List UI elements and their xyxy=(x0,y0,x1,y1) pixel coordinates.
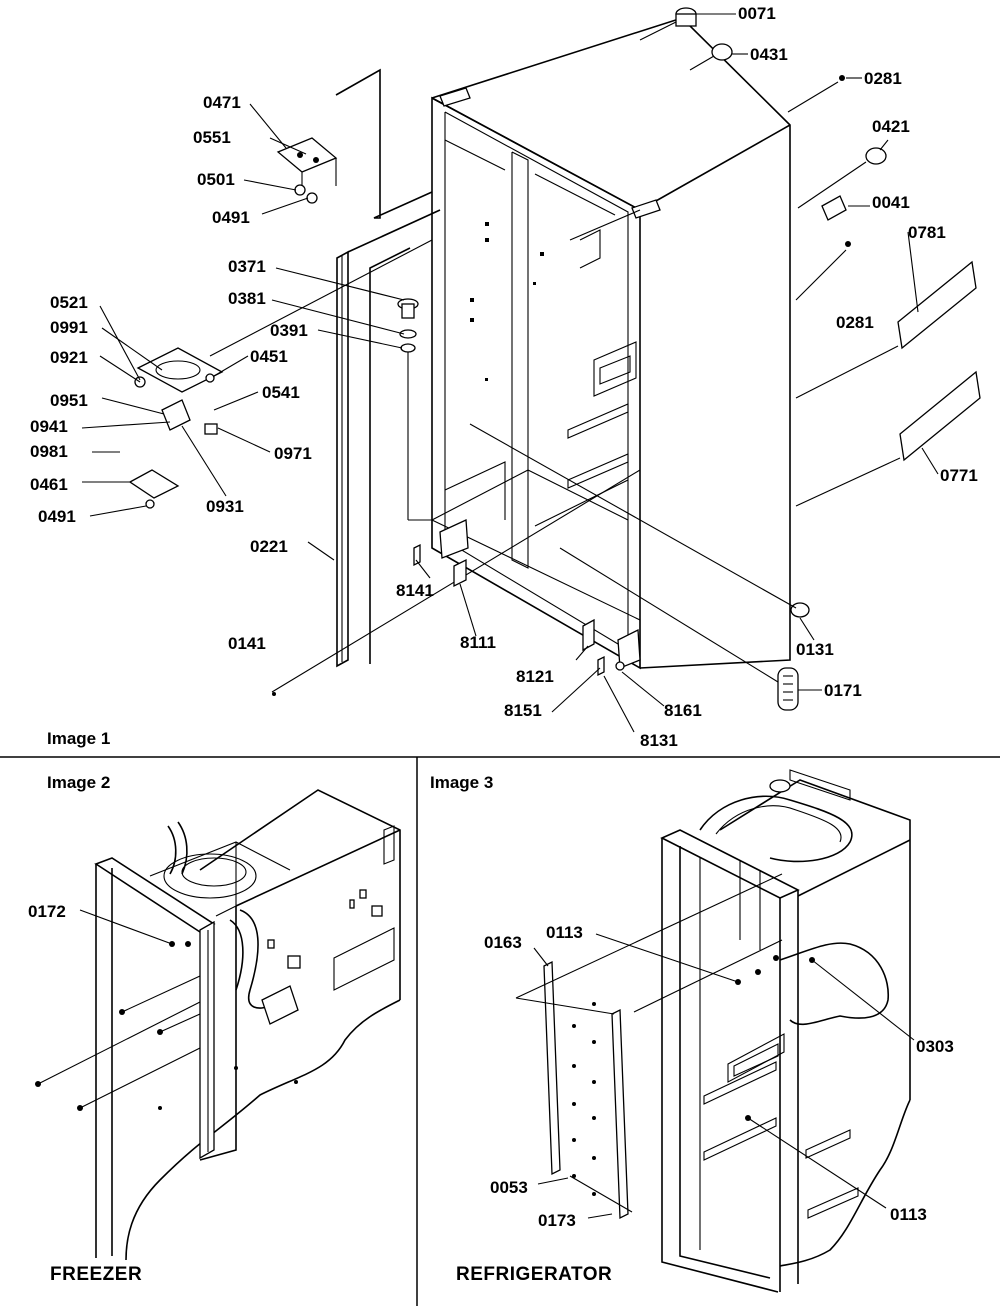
callout-8131: 8131 xyxy=(640,731,678,750)
callout-0041: 0041 xyxy=(872,193,910,212)
freezer-title: FREEZER xyxy=(50,1264,142,1285)
callout-0971: 0971 xyxy=(274,444,312,463)
callout-0071: 0071 xyxy=(738,4,776,23)
callout-0501: 0501 xyxy=(197,170,235,189)
callout-8151: 8151 xyxy=(504,701,542,720)
callout-0931: 0931 xyxy=(206,497,244,516)
bracket-0461 xyxy=(128,469,180,509)
explode-lines-image1 xyxy=(271,21,901,693)
bottom-hinge-parts xyxy=(272,543,625,696)
callout-0991: 0991 xyxy=(50,318,88,337)
callout-0521: 0521 xyxy=(50,293,88,312)
callout-0421: 0421 xyxy=(872,117,910,136)
callout-8161: 8161 xyxy=(664,701,702,720)
callout-0113-bottom: 0113 xyxy=(890,1205,927,1224)
callout-0141: 0141 xyxy=(228,634,266,653)
callout-0391: 0391 xyxy=(270,321,308,340)
leaders-image1 xyxy=(81,13,939,733)
callout-0431: 0431 xyxy=(750,45,788,64)
callout-0163: 0163 xyxy=(484,933,522,952)
callout-0303: 0303 xyxy=(916,1037,954,1056)
refrigerator-title: REFRIGERATOR xyxy=(456,1264,612,1285)
callout-0781: 0781 xyxy=(908,223,946,242)
door-panel-0221 xyxy=(336,209,441,668)
callout-0461: 0461 xyxy=(30,475,68,494)
callout-0471: 0471 xyxy=(203,93,241,112)
callout-0371: 0371 xyxy=(228,257,266,276)
callout-0281-top: 0281 xyxy=(864,69,902,88)
liner-screw-holes xyxy=(470,222,544,381)
callout-0491-bottom: 0491 xyxy=(38,507,76,526)
image3-caption: Image 3 xyxy=(430,773,493,792)
callout-0491-top: 0491 xyxy=(212,208,250,227)
callout-0172: 0172 xyxy=(28,902,66,921)
door-frame-outline-upper xyxy=(335,68,433,219)
image2-caption: Image 2 xyxy=(47,773,110,792)
callout-0381: 0381 xyxy=(228,289,266,308)
callout-8141: 8141 xyxy=(396,581,434,600)
callout-0981: 0981 xyxy=(30,442,68,461)
callout-0551: 0551 xyxy=(193,128,231,147)
image1-callout-labels: 0071 0431 0281 0471 0551 0421 0501 0041 … xyxy=(30,4,978,750)
callout-0171: 0171 xyxy=(824,681,862,700)
callout-0451: 0451 xyxy=(250,347,288,366)
callout-0951: 0951 xyxy=(50,391,88,410)
door-frame-outline-lower xyxy=(369,247,411,664)
image2-freezer-drawing xyxy=(35,789,401,1261)
pivot-stack-0371 xyxy=(397,298,432,521)
callout-0113-top: 0113 xyxy=(546,923,583,942)
hinge-cover-0471 xyxy=(276,137,338,204)
callout-0771: 0771 xyxy=(940,466,978,485)
callout-8111: 8111 xyxy=(460,633,496,652)
callout-0173: 0173 xyxy=(538,1211,576,1230)
callout-8121: 8121 xyxy=(516,667,554,686)
callout-0131: 0131 xyxy=(796,640,834,659)
right-side-parts xyxy=(675,7,981,711)
callout-0921: 0921 xyxy=(50,348,88,367)
image3-refrigerator-drawing xyxy=(515,769,915,1293)
image1-caption: Image 1 xyxy=(47,729,110,748)
callout-0281-mid: 0281 xyxy=(836,313,874,332)
callout-0221: 0221 xyxy=(250,537,288,556)
callout-0941: 0941 xyxy=(30,417,68,436)
callout-0541: 0541 xyxy=(262,383,300,402)
callout-0053: 0053 xyxy=(490,1178,528,1197)
image1-cabinet xyxy=(431,17,791,670)
